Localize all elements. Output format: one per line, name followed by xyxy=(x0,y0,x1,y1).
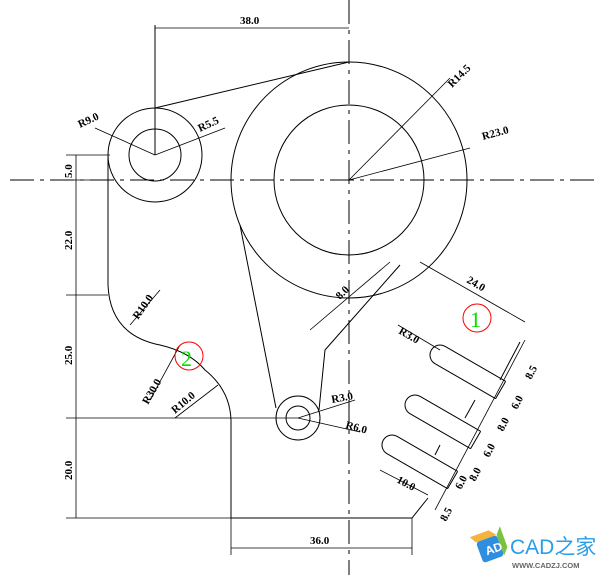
dim-r-bottom-10: R10.0 xyxy=(169,389,198,416)
dim-slot-radius: R3.0 xyxy=(397,325,422,346)
dim-r-30: R30.0 xyxy=(140,377,164,407)
dim-slot-gap-2: 8.0 xyxy=(495,415,512,433)
slot-2 xyxy=(404,394,482,450)
dim-small-hole-r: R3.0 xyxy=(330,390,354,406)
dim-bottom-width: 36.0 xyxy=(310,535,330,547)
dim-v-22: 22.0 xyxy=(63,230,75,250)
svg-text:AD: AD xyxy=(483,539,504,558)
dim-slot-gap-4: 8.0 xyxy=(467,465,484,483)
dim-slot-gap-5: 6.0 xyxy=(453,473,470,491)
marker-1: 1 xyxy=(462,303,492,333)
dim-r-boss-outer: R9.0 xyxy=(76,110,101,130)
dim-r-main-inner: R14.5 xyxy=(446,62,474,90)
dim-slot-top-offset: 8.5 xyxy=(523,363,540,381)
dim-slot-bottom-offset: 8.5 xyxy=(438,505,455,523)
dim-r-boss-inner: R5.5 xyxy=(196,114,221,134)
dim-bottom-slot-length: 10.0 xyxy=(395,474,418,494)
logo-url: WWW.CADZJ.COM xyxy=(512,561,580,570)
dim-slot-gap-3: 6.0 xyxy=(481,441,498,459)
dim-v-20: 20.0 xyxy=(63,460,75,480)
main-inner-circle xyxy=(273,104,425,256)
dim-v-25: 25.0 xyxy=(63,345,75,365)
slot-1 xyxy=(429,344,507,400)
dim-small-boss-r: R6.0 xyxy=(344,419,369,436)
svg-text:1: 1 xyxy=(470,307,481,332)
logo-cube-icon: AD xyxy=(469,526,508,563)
dimension-lines xyxy=(66,27,526,555)
logo-title: CAD之家 xyxy=(510,536,596,559)
cadzj-logo: AD CAD之家 WWW.CADZJ.COM xyxy=(469,526,596,570)
dim-r-left-10: R10.0 xyxy=(131,292,157,322)
dim-r-main-outer: R23.0 xyxy=(481,124,511,143)
slot-3 xyxy=(381,434,459,490)
dim-slot-length: 24.0 xyxy=(465,274,488,294)
marker-2: 2 xyxy=(174,341,204,371)
dim-slot-gap-1: 6.0 xyxy=(509,393,526,411)
boss-inner-circle xyxy=(128,128,182,182)
part-outline xyxy=(107,61,429,519)
dim-v-5: 5.0 xyxy=(63,164,75,178)
dim-top-width: 38.0 xyxy=(240,15,260,27)
svg-text:2: 2 xyxy=(181,346,192,371)
slot-ends xyxy=(434,341,521,456)
